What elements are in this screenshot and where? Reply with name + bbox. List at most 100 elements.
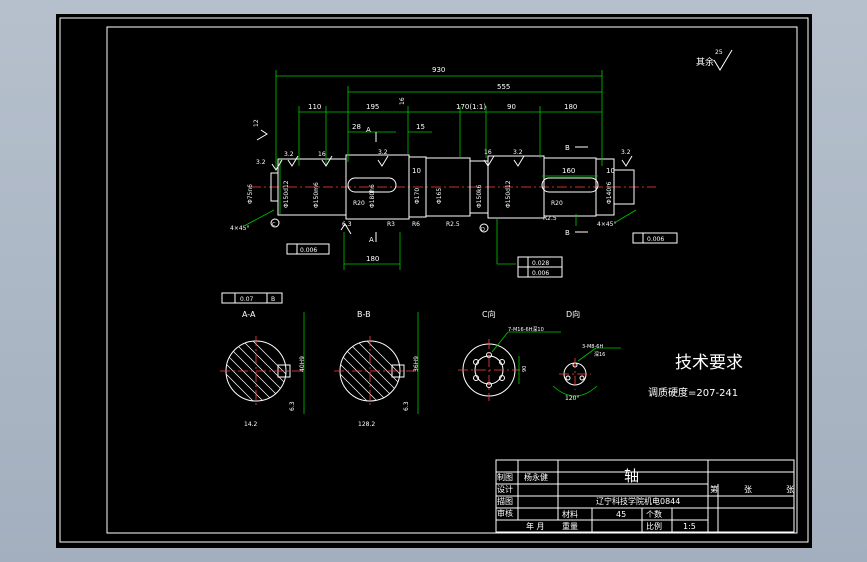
tech-req-title: 技术要求 [675,353,743,373]
tol-symmetry [221,292,283,304]
fillet-r2.5b: R2.5 [543,215,557,222]
tb-row1-label: 制图 [497,472,513,482]
roughness-other-label: 其余 [696,56,714,68]
fillet-r2.5: R2.5 [446,221,460,228]
drawing-canvas[interactable]: 其余 25 [56,14,812,548]
tb-scale: 1:5 [683,522,696,531]
dia-150d12-right: Φ150d12 [505,180,512,208]
d-title: D向 [566,309,580,319]
title-block: 制图 杨永健 设计 描图 审核 轴 辽宁科技学院机电0844 材料 45 个数 … [495,459,795,533]
dim-10a: 10 [412,167,421,175]
aa-dim-bottom: 14.2 [244,421,258,428]
fillet-r6: R6 [412,221,420,228]
tb-material-label: 材料 [562,509,578,519]
fillet-r20-right: R20 [551,200,563,207]
roughness-1: 3.2 [284,151,294,158]
fillet-r20-left: R20 [353,200,365,207]
roughness-0: 12 [253,119,260,127]
fillet-labels: R20 R3 R6 R2.5 R2.5 R20 [353,200,563,228]
roughness-6: 16 [399,97,406,105]
chamfer-left: 4×45° [230,225,249,232]
section-view-aa: A-A 40H9 14.2 6.3 [220,310,306,428]
dia-150k6: Φ150k6 [476,184,483,208]
dim-180: 180 [564,103,577,111]
dim-15: 15 [416,123,425,131]
tb-qty-label: 个数 [646,509,662,519]
tol-flatness-val: 0.028 [532,260,549,267]
tol-runout-right [632,232,678,244]
section-view-bb: B-B 36H9 128.2 6.3 [334,310,420,428]
tech-req-line1: 调质硬度=207-241 [648,386,738,399]
dim-555: 555 [497,83,510,91]
c-title: C向 [482,309,496,319]
section-b-top: B [565,144,570,152]
dimension-lines [275,70,603,270]
dia-140r6: Φ140r6 [606,181,613,204]
dim-10b: 10 [606,167,615,175]
dia-170: Φ170 [414,188,421,204]
section-d-label: D [481,227,485,233]
dimension-texts: 930 555 110 195 170(1:1) 90 180 28 15 16… [308,66,615,263]
roughness-3: 3.2 [378,149,388,156]
dim-110: 110 [308,103,321,111]
dia-75n6: Φ75n6 [247,184,254,204]
section-c-label: C [272,222,276,228]
dia-150d12: Φ150d12 [283,180,290,208]
bb-title: B-B [357,310,371,319]
section-d-marker [479,223,489,233]
bb-dim-bottom: 128.2 [358,421,375,428]
dia-165: Φ165 [436,188,443,204]
tb-row2-label: 设计 [497,484,513,494]
drawing-frame [106,26,798,534]
tb-sheet-of: 张 [786,485,794,494]
shaft-front-view [270,154,635,220]
dia-180h6: Φ180h6 [369,184,376,208]
tol-runout-right-val: 0.006 [647,236,664,243]
dim-180-bottom: 180 [366,255,379,263]
tolerance-frames: 0.006 0.006 0.028 0.006 0.07 B [221,232,678,304]
tb-material: 45 [616,510,626,519]
sheet-border [59,17,809,543]
bb-dim-side: 36H9 [413,356,420,372]
tb-date-label: 年 月 [526,521,545,531]
tech-requirements: 技术要求 调质硬度=207-241 [648,353,743,399]
c-note: 7-M16-6H深10 [508,326,544,333]
aa-title: A-A [242,310,256,319]
shaft-drawing: 其余 25 [59,17,809,543]
dim-overall: 930 [432,66,445,74]
dim-90: 90 [507,103,516,111]
tol-runout-left [286,243,330,255]
dia-150m6: Φ150m6 [313,182,320,208]
dim-160: 160 [562,167,575,175]
tb-school: 辽宁科技学院机电0844 [596,496,680,506]
section-a-top: A [366,126,371,134]
section-c-marker [270,218,280,228]
c-dim: 90 [522,366,528,372]
view-c: C向 7-M16-6H深10 90 [458,309,561,401]
keyway-left [347,177,397,193]
tol-runout-left-val: 0.006 [300,247,317,254]
tol-runout-mid [517,266,563,278]
keyway-right [541,177,599,193]
tol-symmetry-ref: B [271,296,275,303]
roughness-7: 3.2 [256,159,266,166]
tb-sheet-label: 张 [744,485,752,494]
roughness-8: 3.2 [621,149,631,156]
chamfer-right: 4×45° [597,221,616,228]
section-markers: A A B B C D [270,126,588,244]
tol-runout-mid-val: 0.006 [532,270,549,277]
d-angle: 120° [565,395,579,402]
tb-scale-label: 比例 [646,521,662,531]
diameter-labels: Φ75n6 Φ150d12 Φ150m6 Φ180h6 Φ170 Φ165 Φ1… [247,180,613,208]
tb-weight-label: 重量 [562,521,578,531]
roughness-4: 16 [484,149,492,156]
tb-designer: 杨永健 [524,472,548,482]
tb-sheet-no-label: 第 [710,484,718,494]
tb-part-name: 轴 [624,467,639,485]
dim-170: 170(1:1) [456,103,486,111]
roughness-other-symbol: 其余 25 [696,49,733,71]
roughness-2: 16 [318,151,326,158]
bb-roughness: 6.3 [403,401,410,411]
roughness-symbols: 12 3.2 16 3.2 16 3.2 16 3.2 3.2 6.3 [253,97,633,235]
